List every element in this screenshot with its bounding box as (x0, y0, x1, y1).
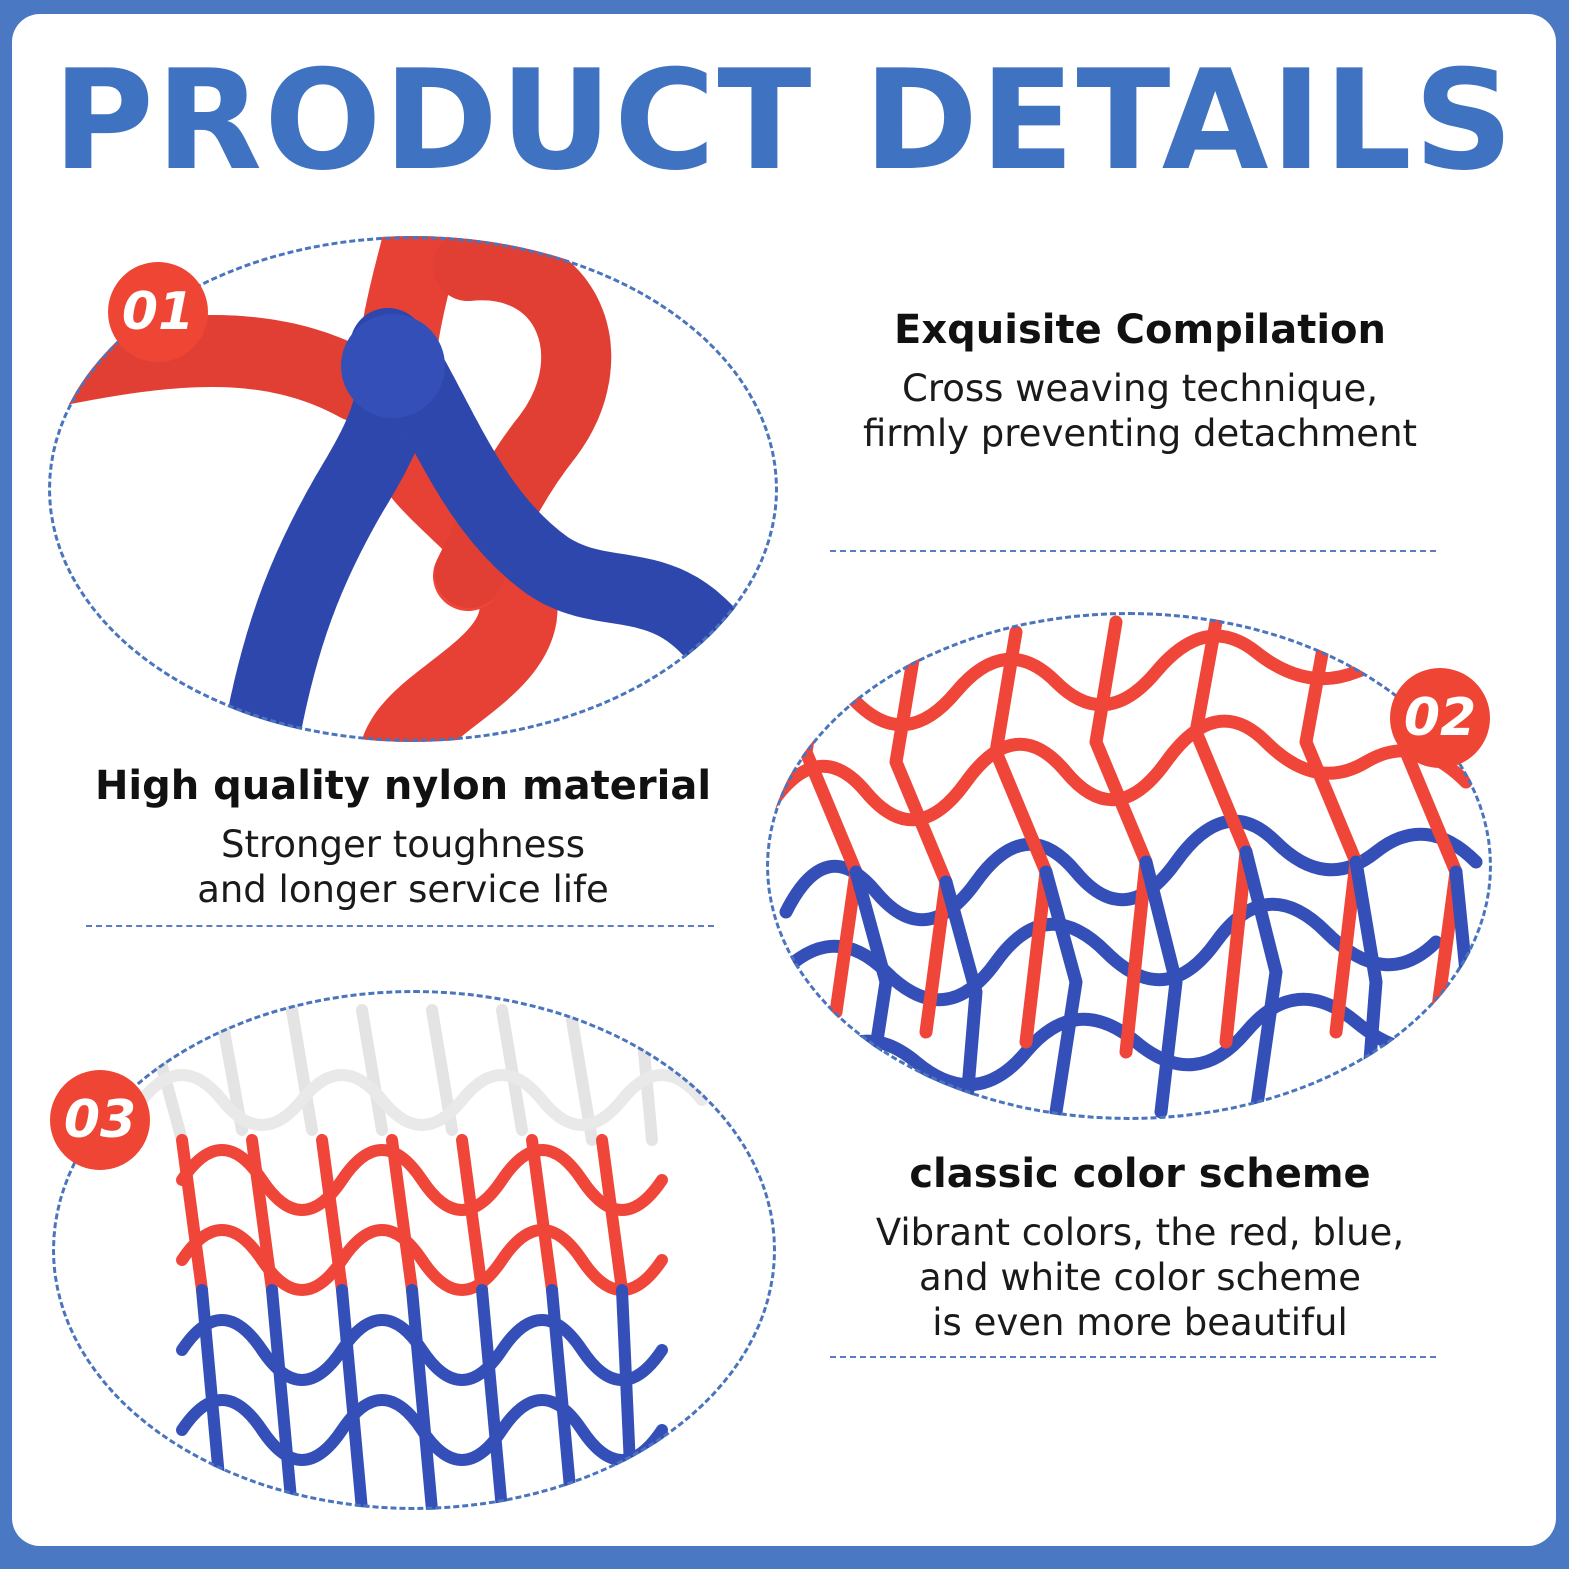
badge-03: 03 (50, 1070, 150, 1170)
feature-description: Stronger toughness and longer service li… (197, 823, 609, 912)
feature-heading: classic color scheme (909, 1151, 1371, 1197)
feature-nylon-material: High quality nylon material Stronger tou… (88, 762, 718, 912)
page-title: PRODUCT DETAILS (52, 40, 1516, 201)
feature-exquisite-compilation: Exquisite Compilation Cross weaving tech… (830, 306, 1450, 456)
product-details-card: PRODUCT DETAILS 01 (12, 14, 1556, 1546)
divider-left (86, 925, 714, 927)
tricolor-net-illustration (52, 990, 776, 1510)
net-mesh-illustration (766, 612, 1492, 1120)
badge-02: 02 (1390, 668, 1490, 768)
feature-classic-color-scheme: classic color scheme Vibrant colors, the… (830, 1150, 1450, 1345)
divider-bottom-right (830, 1356, 1436, 1358)
badge-01: 01 (108, 262, 208, 362)
feature-description: Vibrant colors, the red, blue, and white… (875, 1211, 1405, 1345)
tricolor-net-photo (52, 990, 776, 1510)
feature-description: Cross weaving technique, firmly preventi… (862, 367, 1418, 456)
feature-heading: Exquisite Compilation (894, 307, 1386, 353)
net-mesh-photo (766, 612, 1492, 1120)
feature-heading: High quality nylon material (94, 763, 712, 809)
divider-top-right (830, 550, 1436, 552)
